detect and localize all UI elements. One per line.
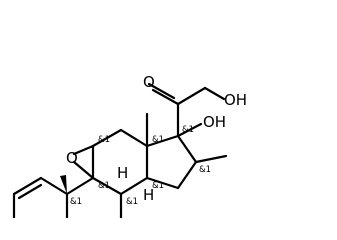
bond-c17-oh [176,122,203,138]
stereo-c17: &1 [182,125,194,135]
hydrogen-14-label: H [143,186,154,204]
stereo-c8: &1 [126,197,138,207]
hydrogen-8-label: H [117,164,128,182]
stereo-c16: &1 [199,165,211,175]
bond-c2-c1 [12,176,43,196]
bond-c16-c15 [176,160,198,190]
bond-c11-epoxide-o [72,144,95,156]
bond-c1-c10 [39,176,69,196]
bond-c11-c12 [91,128,123,148]
stereo-c13: &1 [152,135,164,145]
hydroxy-17-label: OH [203,113,226,131]
bond-c15-c14 [145,176,180,190]
bond-c20-c21 [176,86,207,106]
bond-c16-methyl [194,154,228,164]
bond-c20-o [151,88,180,106]
bond-c17-c16 [176,134,198,164]
bonds [12,82,228,218]
stereo-labels: &1 &1 &1 &1 &1 &1 &1 &1 [70,125,211,207]
bond-c10-c9 [65,176,95,196]
ketone-oxygen-label: O [143,73,155,91]
bond-c13-c17 [145,134,180,148]
bond-c20-o-double [147,82,176,100]
bond-c9-c8 [91,176,123,196]
hydroxy-21-label: OH [224,91,247,109]
structure-svg: O O O OH OH H H &1 &1 &1 &1 &1 &1 &1 &1 [12,73,247,218]
stereo-c10: &1 [70,197,82,207]
stereo-c11: &1 [98,135,110,145]
bond-c14-c8 [119,176,149,196]
molecule-drawing: O O O OH OH H H &1 &1 &1 &1 &1 &1 &1 &1 [12,73,247,218]
stereo-c14: &1 [152,181,164,191]
bond-c9-epoxide-o [72,160,95,180]
bond-c21-oh [203,86,226,101]
stereo-c9: &1 [98,181,110,191]
bond-c12-c13 [119,128,149,148]
bond-c2-c1-double [17,183,43,200]
atom-labels: O O O OH OH H H [66,73,247,204]
wedge-c10-methyl [60,175,67,194]
epoxide-oxygen-label: O [66,149,78,167]
